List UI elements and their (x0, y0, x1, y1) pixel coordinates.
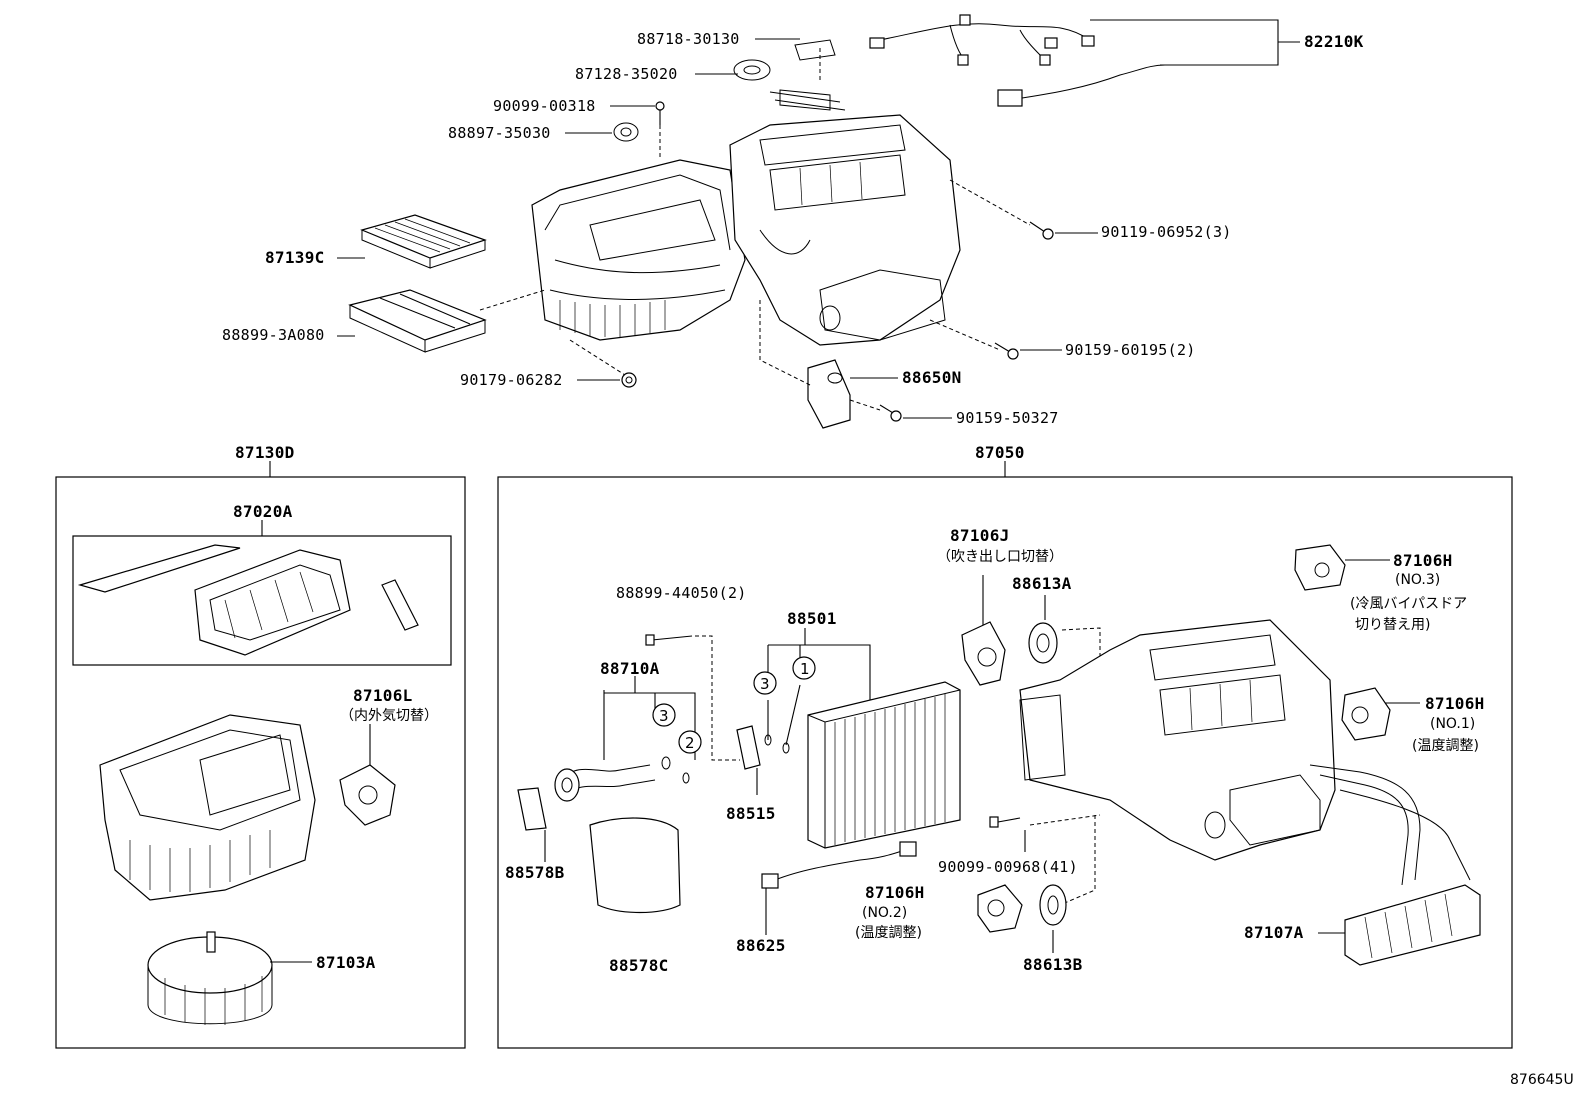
part-label-87139C: 87139C (265, 248, 325, 267)
part-label-88710A: 88710A (600, 659, 660, 678)
part-label-90159-60195: 90159-60195(2) (1065, 341, 1196, 359)
circle-number-1: 1 (800, 660, 810, 678)
insulator-88578C (589, 817, 681, 914)
heater-unit-87050 (1019, 619, 1336, 861)
servo-87106J (961, 621, 1006, 686)
part-label-87106J: 87106J (950, 526, 1010, 545)
door-87020A (381, 579, 419, 631)
part-label-87128-35020: 87128-35020 (575, 65, 678, 83)
part-label-87106H-no3: 87106H (1393, 551, 1453, 570)
circle-marker-2 (678, 730, 702, 754)
note-87106H-no3-desc-a: (冷風バイパスドア (1350, 596, 1468, 612)
circle-marker-1 (792, 656, 816, 680)
part-label-87106L: 87106L (353, 686, 413, 705)
part-label-87050: 87050 (975, 443, 1025, 462)
part-label-87103A: 87103A (316, 953, 376, 972)
part-label-87130D: 87130D (235, 443, 295, 462)
part-label-88613B: 88613B (1023, 955, 1083, 974)
seal-strip-87020A (77, 544, 241, 593)
part-label-88578B: 88578B (505, 863, 565, 882)
note-87106H-no3-number: (NO.3) (1395, 572, 1441, 588)
bolt-88899-44050 (645, 634, 693, 646)
servo-87106H-no1 (1341, 687, 1391, 741)
hvac-unit-top (531, 39, 961, 346)
note-87106L: （内外気切替） (340, 708, 438, 724)
pipe-88710A (554, 764, 656, 802)
part-label-88578C: 88578C (609, 956, 669, 975)
part-label-90119-06952: 90119-06952(3) (1101, 223, 1232, 241)
blower-case-87130D (99, 714, 316, 901)
note-87106H-no2-number: (NO.2) (862, 905, 908, 921)
thermistor-88625 (761, 841, 917, 889)
part-label-90179-06282: 90179-06282 (460, 371, 563, 389)
part-label-90099-00968: 90099-00968(41) (938, 858, 1078, 876)
circle-marker-3b (652, 703, 676, 727)
leader-lines-left (270, 724, 371, 963)
part-label-87107A: 87107A (1244, 923, 1304, 942)
expansion-valve-88515 (736, 725, 761, 770)
evaporator-88501 (807, 681, 961, 849)
part-label-88625: 88625 (736, 936, 786, 955)
note-87106H-no1-desc: (温度調整) (1412, 738, 1479, 754)
part-label-90099-00318: 90099-00318 (493, 97, 596, 115)
part-label-87106H-no2: 87106H (865, 883, 925, 902)
illustration-reference-code: 876645U (1510, 1072, 1574, 1088)
part-label-88718-30130: 88718-30130 (637, 30, 740, 48)
circle-number-2: 2 (685, 734, 695, 752)
heater-core-87107A (1309, 764, 1481, 966)
part-label-87020A: 87020A (233, 502, 293, 521)
part-label-88501: 88501 (787, 609, 837, 628)
cabin-filter-87139C (360, 214, 487, 269)
part-label-87106H-no1: 87106H (1425, 694, 1485, 713)
servo-87106H-no2 (977, 884, 1023, 933)
note-87106J: （吹き出し口切替） (937, 549, 1063, 565)
servo-87106L (339, 764, 396, 826)
part-label-88650N: 88650N (902, 368, 962, 387)
gear-88613B (1039, 884, 1067, 926)
part-label-88897-35030: 88897-35030 (448, 124, 551, 142)
part-label-88899-3A080: 88899-3A080 (222, 326, 325, 344)
note-87106H-no1-number: (NO.1) (1430, 716, 1476, 732)
nut-90179 (621, 372, 637, 388)
filter-frame-88899-3A080 (348, 289, 487, 353)
part-label-88613A: 88613A (1012, 574, 1072, 593)
part-label-88515: 88515 (726, 804, 776, 823)
leader-lines-right (544, 559, 1420, 953)
bolt-90159-60195 (994, 342, 1019, 360)
gear-88613A (1028, 622, 1058, 664)
intake-case-87020A (194, 549, 351, 656)
pad-88578B (517, 787, 547, 831)
part-label-90159-50327: 90159-50327 (956, 409, 1059, 427)
blower-motor-87103A (147, 931, 273, 1025)
screw-90099-00968 (989, 816, 1021, 828)
note-87106H-no2-desc: (温度調整) (855, 925, 922, 941)
part-label-88899-44050: 88899-44050(2) (616, 584, 747, 602)
circle-number-3a: 3 (760, 675, 770, 693)
part-label-82210K: 82210K (1304, 32, 1364, 51)
note-87106H-no3-desc-b: 切り替え用) (1355, 617, 1431, 633)
amplifier-88650N (807, 359, 851, 429)
bolt-90119 (1029, 221, 1054, 240)
circle-marker-3a (753, 671, 777, 695)
group-box-87130D (55, 476, 466, 1049)
wire-harness-82210K (869, 14, 1166, 107)
circle-number-3b: 3 (659, 707, 669, 725)
servo-87106H-no3 (1294, 544, 1346, 591)
bolt-90159-50327 (879, 404, 902, 422)
leader-lines-top (337, 19, 1300, 419)
